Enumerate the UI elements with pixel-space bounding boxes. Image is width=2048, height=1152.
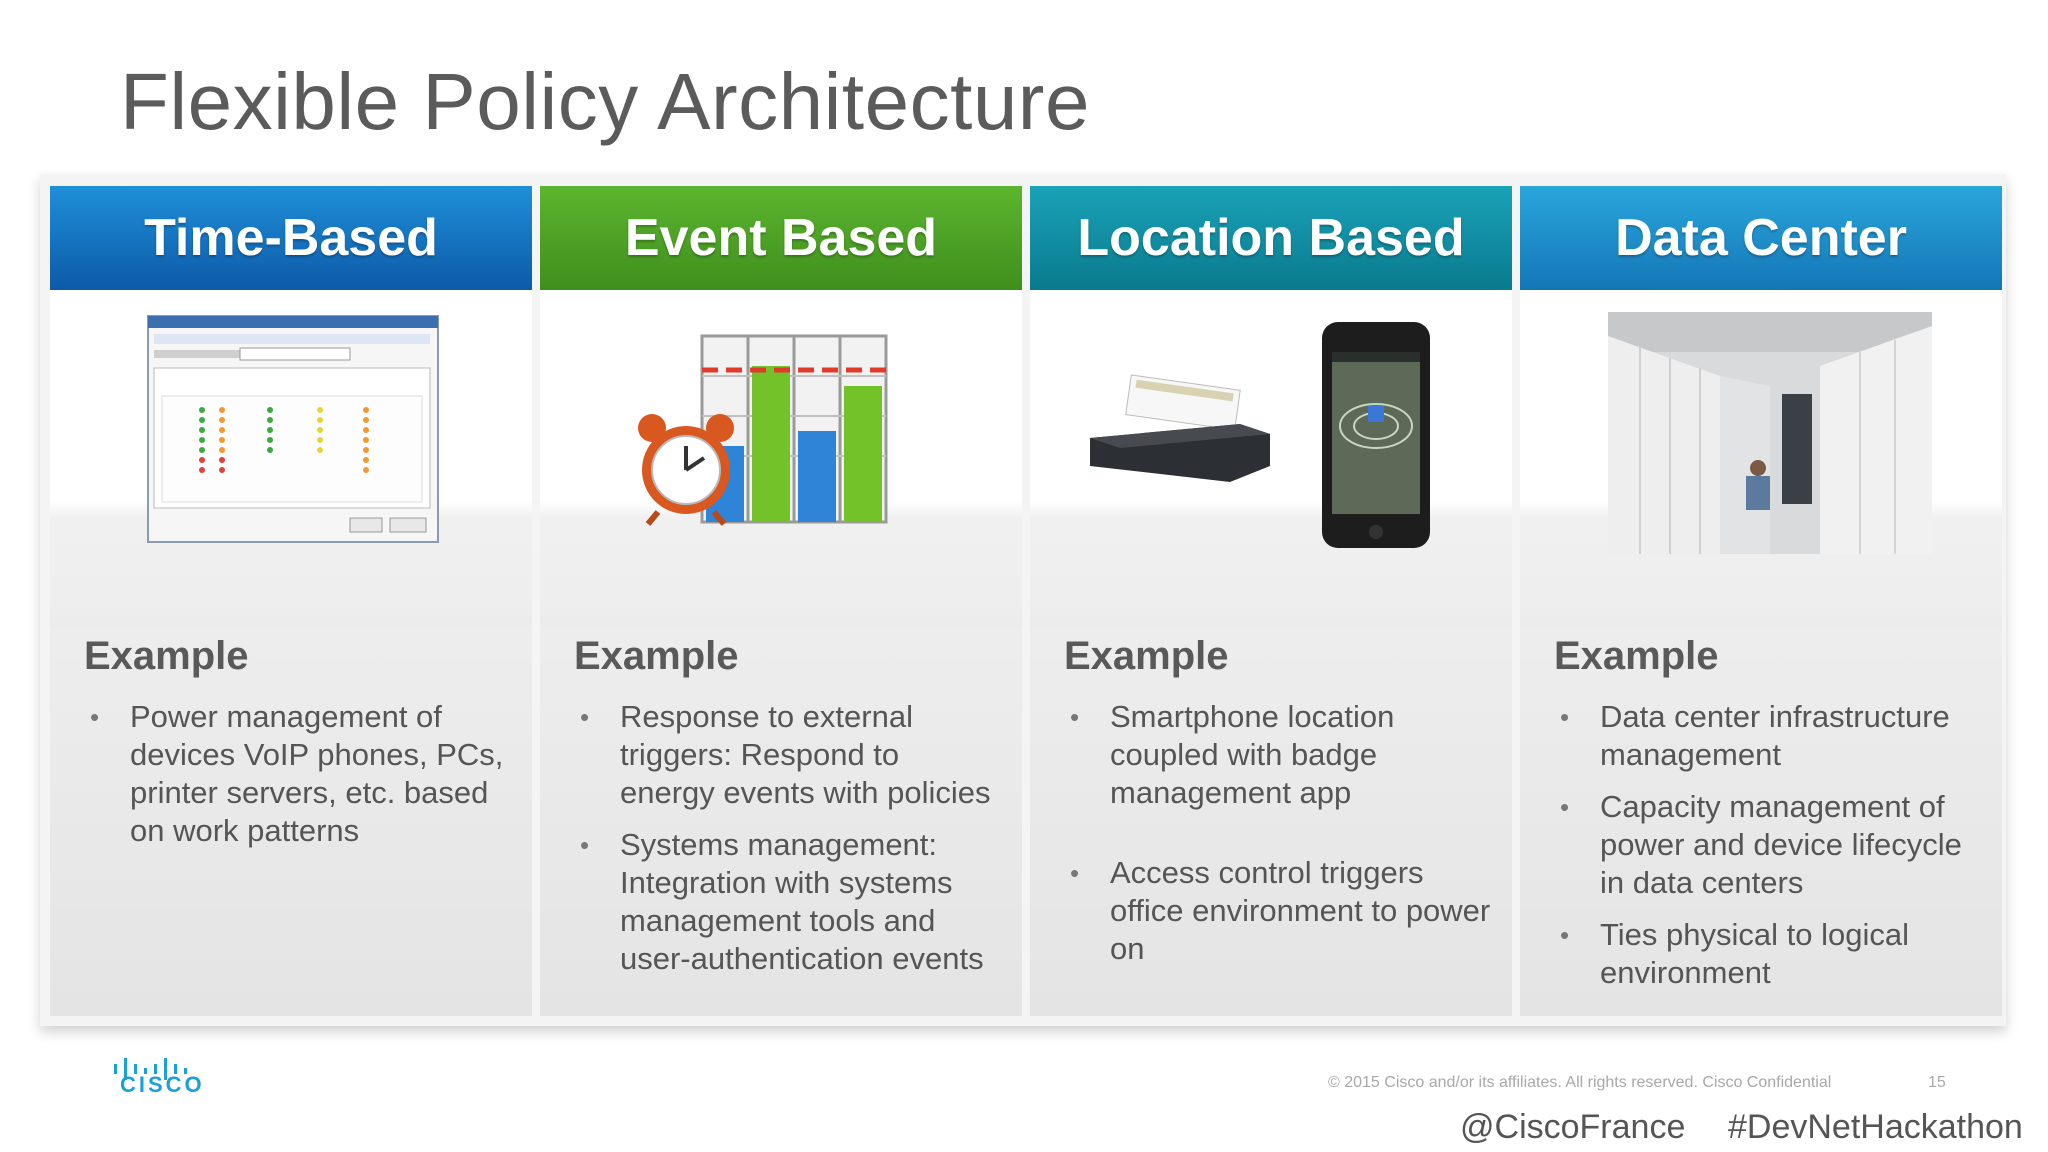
header-location-based: Location Based bbox=[1030, 186, 1512, 290]
bullet-item: Access control triggers office environme… bbox=[1064, 854, 1492, 968]
bullet-list: Power management of devices VoIP phones,… bbox=[84, 698, 512, 864]
policy-board: Time-Based bbox=[40, 174, 2006, 1026]
hashtag: #DevNetHackathon bbox=[1728, 1108, 2023, 1146]
page-number: 15 bbox=[1928, 1074, 1946, 1091]
example-title: Example bbox=[1554, 634, 1719, 678]
bullet-item: Capacity management of power and device … bbox=[1554, 788, 1982, 902]
twitter-handle: @CiscoFrance bbox=[1460, 1108, 1686, 1146]
bullet-list: Response to external triggers: Respond t… bbox=[574, 698, 1002, 992]
header-data-center: Data Center bbox=[1520, 186, 2002, 290]
bullet-list: Data center infrastructure management Ca… bbox=[1554, 698, 1982, 1006]
bullet-item: Smartphone location coupled with badge m… bbox=[1064, 698, 1492, 812]
bullet-item: Systems management: Integration with sys… bbox=[574, 826, 1002, 978]
badge-reader-smartphone-image bbox=[1030, 306, 1512, 596]
cisco-logo-bars-icon bbox=[114, 1058, 187, 1080]
cisco-logo: CISCO bbox=[110, 1046, 202, 1111]
column-location-based: Location Based Example Smartphone locati… bbox=[1030, 186, 1512, 1016]
column-event-based: Event Based bbox=[540, 186, 1022, 1016]
header-event-based: Event Based bbox=[540, 186, 1022, 290]
column-time-based: Time-Based bbox=[50, 186, 532, 1016]
example-title: Example bbox=[84, 634, 249, 678]
example-title: Example bbox=[1064, 634, 1229, 678]
bullet-list: Smartphone location coupled with badge m… bbox=[1064, 698, 1492, 982]
copyright-text: © 2015 Cisco and/or its affiliates. All … bbox=[1328, 1074, 1832, 1091]
bullet-item: Power management of devices VoIP phones,… bbox=[84, 698, 512, 850]
header-time-based: Time-Based bbox=[50, 186, 532, 290]
bullet-item: Response to external triggers: Respond t… bbox=[574, 698, 1002, 812]
column-data-center: Data Center Example Data center infrast bbox=[1520, 186, 2002, 1016]
example-title: Example bbox=[574, 634, 739, 678]
power-schedule-dialog-image bbox=[50, 306, 532, 596]
bullet-item: Ties physical to logical environment bbox=[1554, 916, 1982, 992]
cisco-logo-text: CISCO bbox=[120, 1072, 205, 1097]
data-center-photo bbox=[1520, 306, 2002, 596]
alarm-clock-chart-image bbox=[540, 306, 1022, 596]
bullet-item: Data center infrastructure management bbox=[1554, 698, 1982, 774]
slide-title: Flexible Policy Architecture bbox=[120, 57, 1090, 146]
